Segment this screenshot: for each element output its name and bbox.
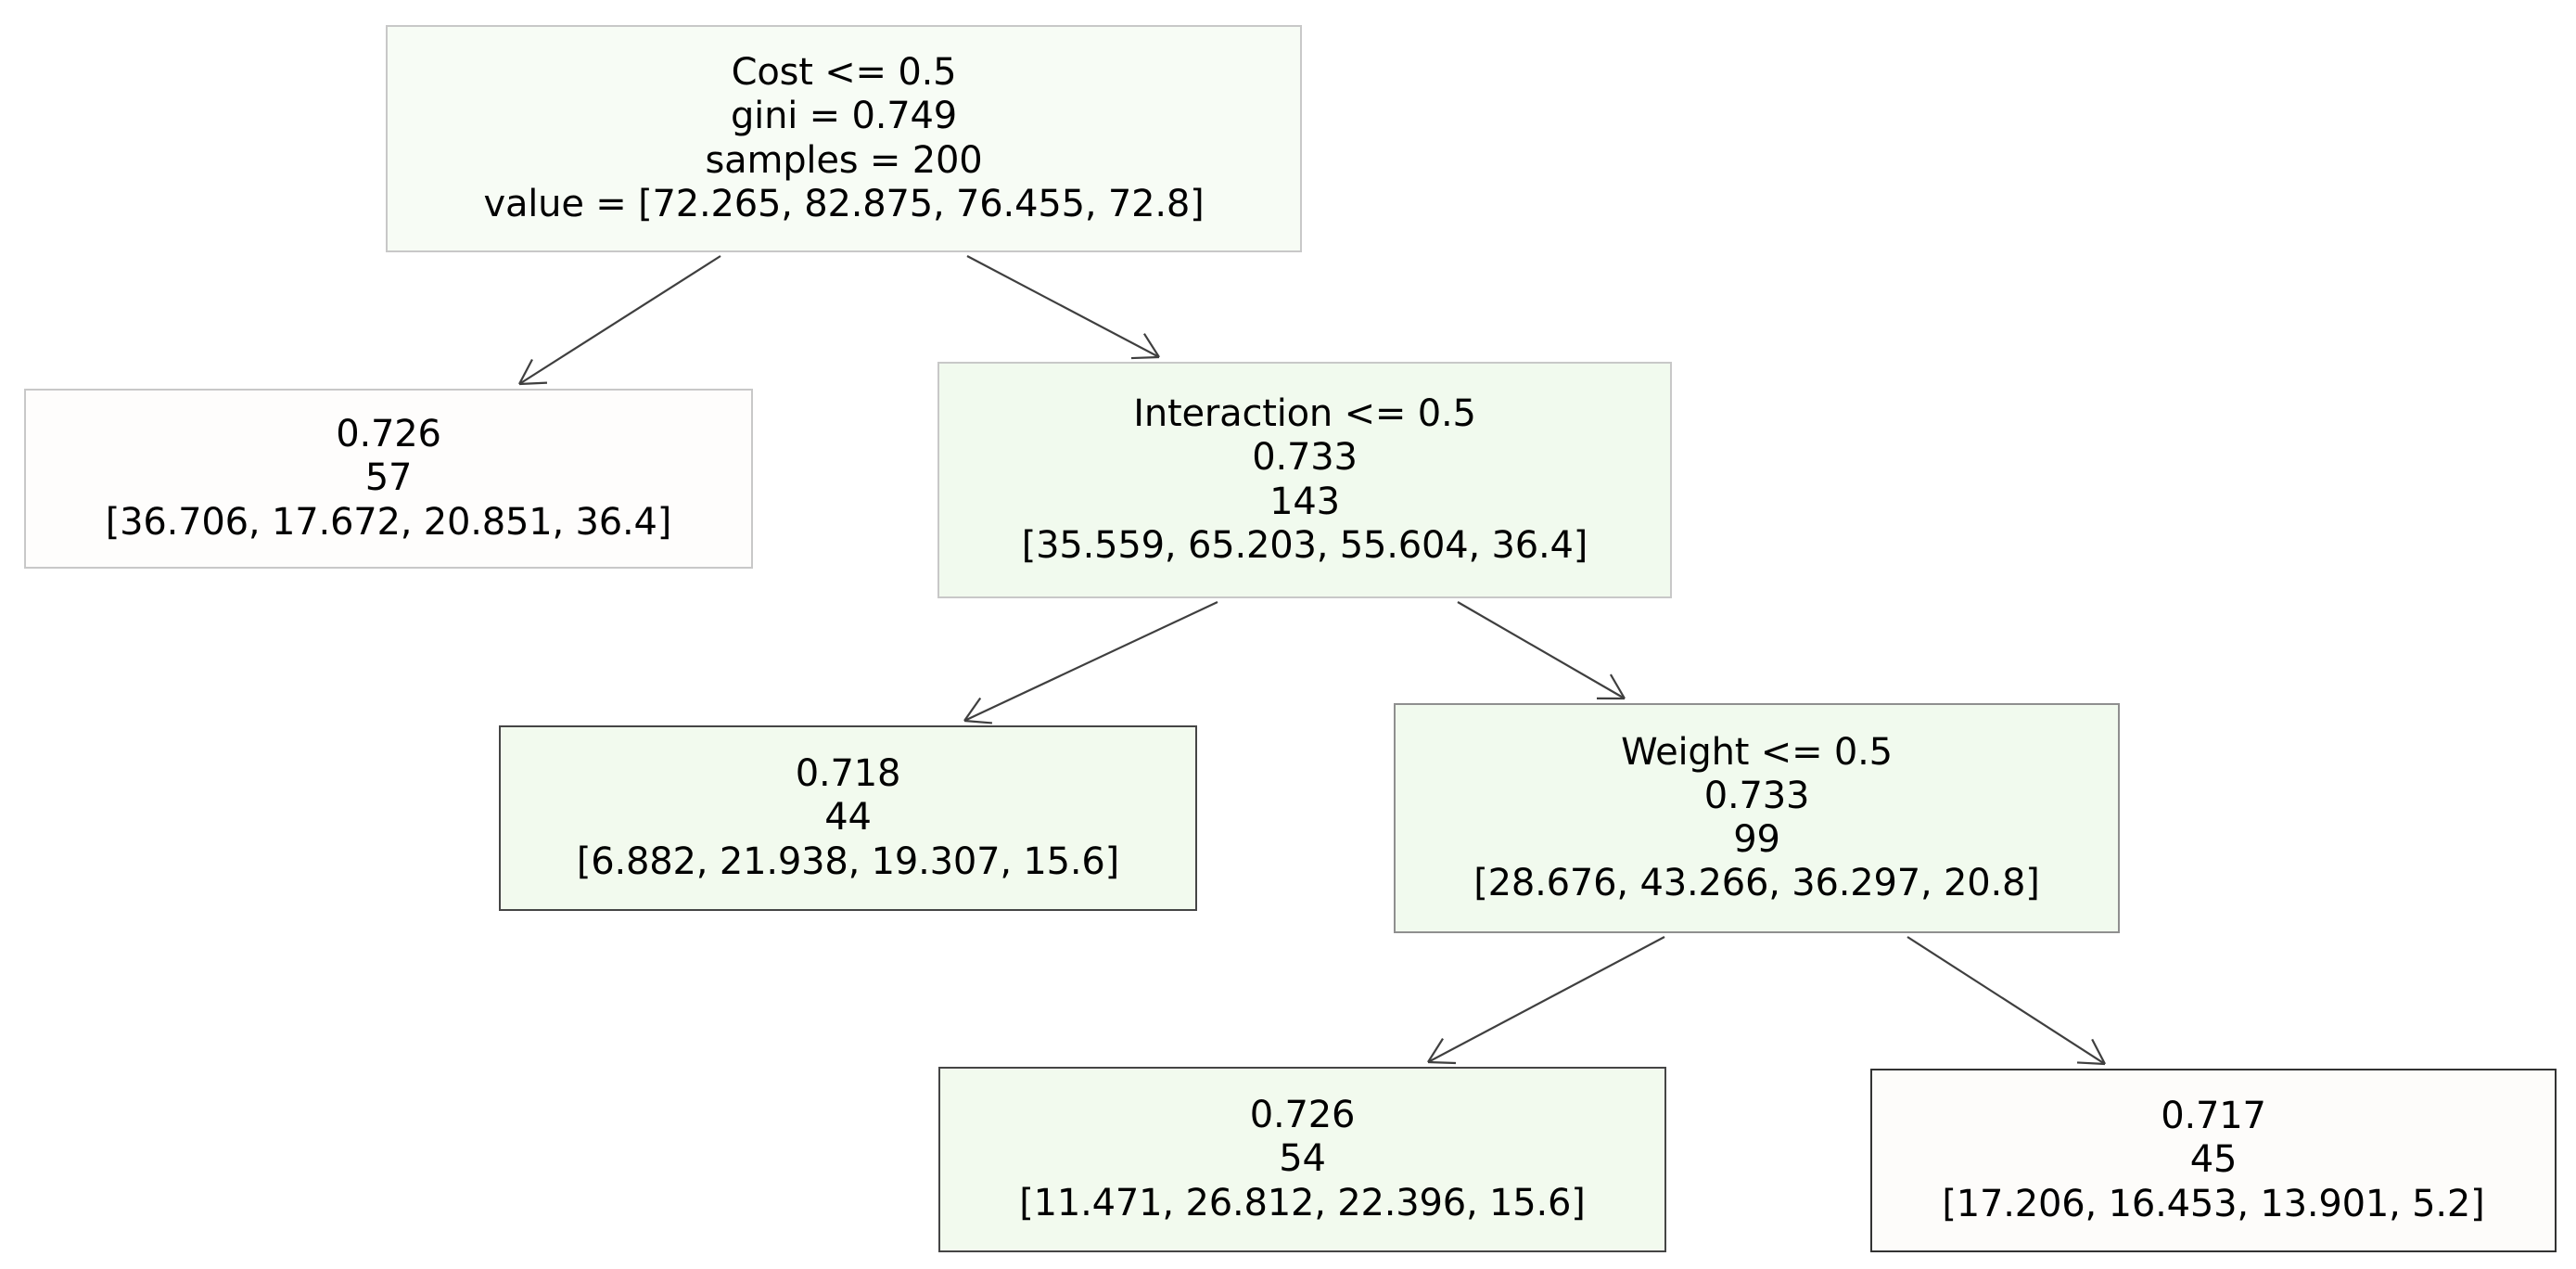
node-text-line: [36.706, 17.672, 20.851, 36.4] [105, 500, 672, 544]
arrowhead-barb [963, 719, 992, 724]
node-text-line: [35.559, 65.203, 55.604, 36.4] [1021, 523, 1588, 567]
arrowhead-barb [518, 358, 533, 385]
node-text-line: Weight <= 0.5 [1621, 730, 1893, 774]
node-text-line: gini = 0.749 [730, 95, 958, 138]
node-text-line: 0.717 [2161, 1095, 2266, 1138]
tree-edge-interaction-to-weight [1457, 601, 1626, 700]
node-text-line: 143 [1269, 480, 1340, 523]
node-text-line: 45 [2189, 1138, 2238, 1182]
tree-edge-root-to-left-leaf [518, 255, 721, 386]
node-text-line: value = [72.265, 82.875, 76.455, 72.8] [483, 182, 1205, 225]
arrowhead-barb [2076, 1061, 2106, 1066]
arrowhead-barb [1427, 1060, 1457, 1065]
node-text-line: 54 [1279, 1137, 1326, 1181]
node-text-line: samples = 200 [705, 138, 983, 182]
tree-edge-weight-to-leaf-0717 [1906, 936, 2106, 1066]
node-text-line: Cost <= 0.5 [731, 51, 957, 95]
node-text-line: 0.733 [1252, 436, 1358, 480]
arrowhead-barb [1427, 1038, 1444, 1063]
arrowhead-barb [518, 381, 548, 386]
node-text-line: [17.206, 16.453, 13.901, 5.2] [1942, 1182, 2485, 1225]
node-text-line: 57 [364, 456, 413, 500]
node-text-line: 0.718 [795, 752, 901, 796]
node-text-line: 0.733 [1703, 774, 1810, 817]
node-text-line: 99 [1733, 818, 1780, 861]
arrowhead-barb [1142, 333, 1160, 358]
node-text-line: 0.726 [336, 413, 441, 456]
tree-edge-root-to-interaction [966, 255, 1160, 360]
tree-edge-weight-to-leaf-0726 [1427, 936, 1665, 1065]
node-text-line: Interaction <= 0.5 [1133, 392, 1476, 436]
node-text-line: [28.676, 43.266, 36.297, 20.8] [1473, 862, 2040, 905]
node-text-line: [6.882, 21.938, 19.307, 15.6] [576, 840, 1120, 883]
arrowhead-barb [963, 697, 982, 722]
node-text-line: 0.726 [1249, 1094, 1356, 1137]
arrowhead-barb [1609, 673, 1626, 699]
tree-edge-interaction-to-leaf-0718 [963, 601, 1218, 724]
arrowhead-barb [2091, 1038, 2106, 1065]
node-text-line: [11.471, 26.812, 22.396, 15.6] [1019, 1181, 1586, 1224]
node-text-line: 44 [824, 796, 872, 840]
arrowhead-barb [1130, 355, 1160, 360]
